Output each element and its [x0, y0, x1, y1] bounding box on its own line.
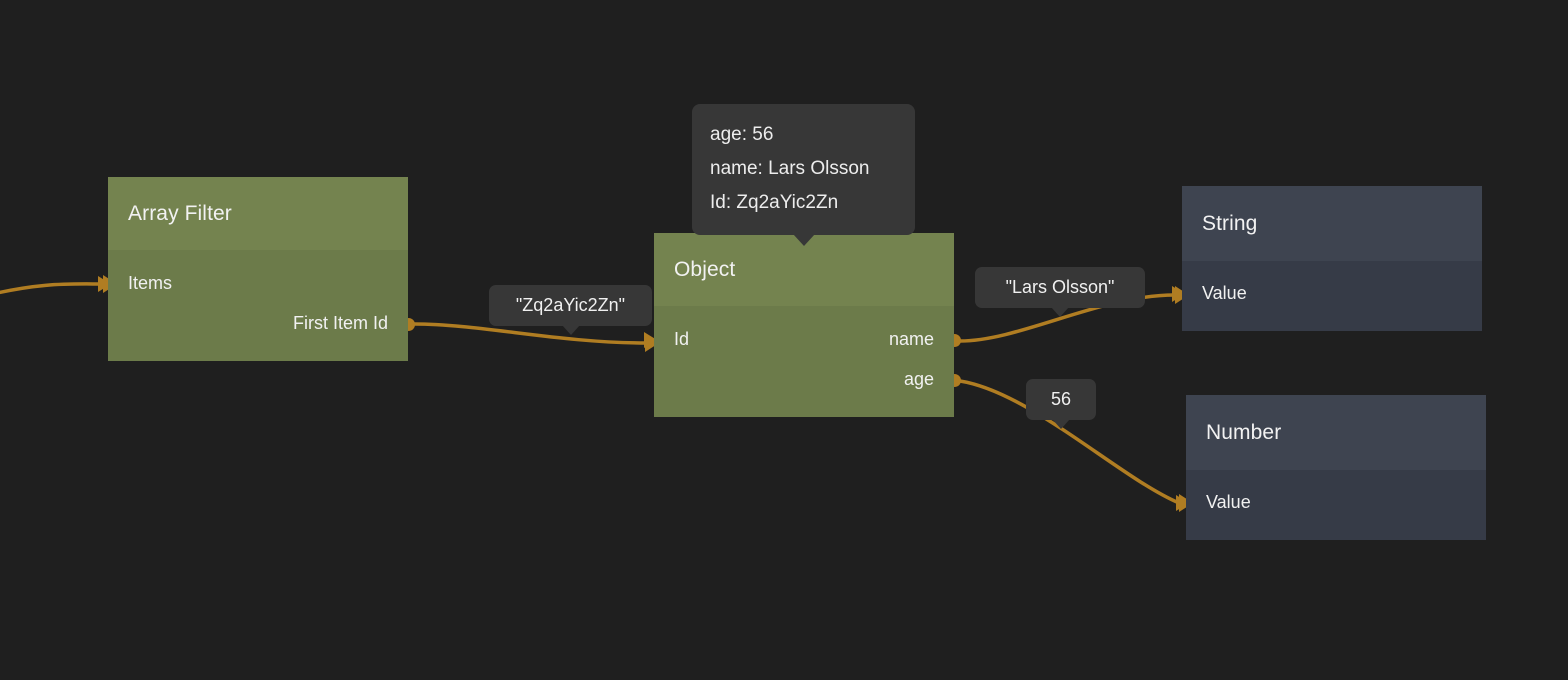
input-port-number-value[interactable]: Value: [1206, 492, 1251, 513]
port-label: First Item Id: [292, 313, 388, 333]
badge-tail-icon: [1052, 418, 1070, 429]
output-port-object-age[interactable]: age: [904, 369, 934, 390]
input-port-array-filter-items[interactable]: Items: [128, 273, 172, 294]
edge-label-text: 56: [1050, 389, 1072, 409]
port-label: Value: [1206, 492, 1251, 512]
output-port-object-name[interactable]: name: [889, 329, 934, 350]
node-header-string[interactable]: String: [1182, 186, 1482, 261]
port-label: Value: [1202, 283, 1247, 303]
badge-tail-icon: [1051, 306, 1069, 317]
node-body-string: Value: [1182, 261, 1482, 331]
port-label: Items: [128, 273, 173, 293]
port-label: name: [888, 329, 934, 349]
tooltip-tail-icon: [792, 234, 815, 247]
edge-incoming-items[interactable]: [0, 282, 104, 297]
edge-firstitemid-to-id[interactable]: [413, 322, 646, 345]
port-arrow-icon[interactable]: [1176, 495, 1189, 511]
label-age[interactable]: 56: [1026, 379, 1096, 429]
node-body-number: Value: [1186, 470, 1486, 540]
tooltip-line: Id: Zq2aYic2Zn: [710, 191, 839, 213]
node-title: Array Filter: [128, 201, 232, 225]
edge-label-text: "Lars Olsson": [1005, 277, 1115, 297]
input-port-string-value[interactable]: Value: [1202, 283, 1247, 304]
port-arrow-icon[interactable]: [1172, 286, 1185, 302]
node-title: String: [1202, 211, 1258, 235]
port-label: age: [903, 369, 934, 389]
tooltip-line: age: 56: [710, 124, 774, 145]
badge-tail-icon: [561, 324, 580, 335]
label-name[interactable]: "Lars Olsson": [975, 267, 1145, 317]
port-arrow-icon[interactable]: [644, 332, 657, 348]
port-arrow-icon[interactable]: [98, 276, 111, 292]
node-body-object: Id name age: [654, 306, 954, 417]
node-title: Object: [674, 257, 736, 281]
output-port-array-filter-first-item-id[interactable]: First Item Id: [293, 313, 388, 334]
port-label: Id: [674, 329, 690, 349]
tooltip-line: name: Lars Olsson: [710, 157, 870, 179]
node-header-number[interactable]: Number: [1186, 395, 1486, 470]
node-header-array-filter[interactable]: Array Filter: [108, 177, 408, 250]
node-title: Number: [1206, 420, 1282, 444]
edge-label-text: "Zq2aYic2Zn": [515, 295, 626, 315]
input-port-object-id[interactable]: Id: [674, 329, 689, 350]
label-first-item-id[interactable]: "Zq2aYic2Zn": [489, 285, 652, 335]
